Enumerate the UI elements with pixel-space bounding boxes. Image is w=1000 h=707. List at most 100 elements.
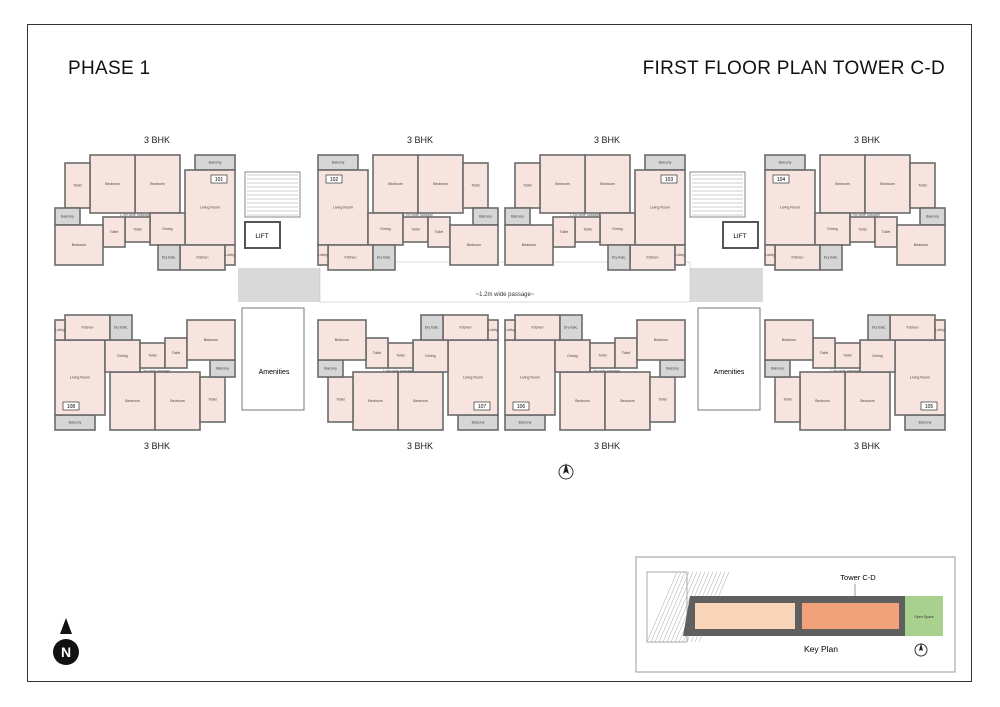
room <box>589 342 616 369</box>
room <box>442 314 489 341</box>
room-label: Balcony <box>511 215 524 219</box>
room <box>317 244 329 266</box>
lift-right <box>722 221 759 249</box>
amenities-label: Amenities <box>714 369 745 376</box>
room <box>109 371 156 431</box>
room-label: Bedroom <box>388 182 403 186</box>
room <box>352 371 399 431</box>
room-label: Bedroom <box>368 399 383 403</box>
room-label: Bedroom <box>335 338 350 342</box>
room-label: Toilet <box>396 354 404 358</box>
drawing-frame <box>27 24 972 682</box>
room <box>462 162 489 209</box>
unit-passage-label: 1.0m wide passage <box>403 213 433 217</box>
room-label: Lobby <box>505 328 515 332</box>
room-label: Kitchen <box>907 326 919 330</box>
key-plan-label: Key Plan <box>804 644 838 654</box>
room <box>64 162 91 209</box>
room <box>397 371 444 431</box>
room-label: Kitchen <box>647 256 659 260</box>
key-plan: Open Space Tower C-D Key Plan <box>635 556 956 673</box>
room-label: Bedroom <box>654 338 669 342</box>
room-label: Toilet <box>658 398 666 402</box>
room <box>819 244 843 271</box>
unit-number: 104 <box>777 177 786 183</box>
room-label: Toilet <box>918 184 926 188</box>
room <box>909 162 936 209</box>
room <box>54 319 66 341</box>
room-label: Dry Balc. <box>377 256 392 260</box>
room <box>514 314 561 341</box>
amenities-left <box>241 307 305 411</box>
room <box>420 314 444 341</box>
room-label: Dining <box>425 354 435 358</box>
room <box>559 314 583 341</box>
room-label: Balcony <box>209 161 222 165</box>
unit-passage-label: 1.0m wide passage <box>140 369 170 373</box>
room-label: Bedroom <box>914 243 929 247</box>
room-label: Bedroom <box>835 182 850 186</box>
room <box>372 244 396 271</box>
room-label: Bedroom <box>600 182 615 186</box>
room <box>179 244 226 271</box>
room-label: Dining <box>380 227 390 231</box>
room <box>649 376 676 423</box>
room-label: Living Room <box>520 376 540 380</box>
room-label: Living Room <box>650 206 670 210</box>
room <box>844 371 891 431</box>
room <box>674 244 686 266</box>
room-label: Toilet <box>843 354 851 358</box>
room-label: Balcony <box>771 367 784 371</box>
room <box>224 244 236 266</box>
svg-text:N: N <box>61 644 71 660</box>
room-label: Dry Balc. <box>162 256 177 260</box>
room <box>799 371 846 431</box>
staircase-right <box>689 171 746 218</box>
room-label: Balcony <box>519 421 532 425</box>
passage-label: ~1.2m wide passage~ <box>476 292 535 298</box>
room <box>154 371 201 431</box>
room <box>186 319 236 361</box>
room <box>199 376 226 423</box>
room-label: Balcony <box>666 367 679 371</box>
room <box>607 244 631 271</box>
room-label: Dining <box>872 354 882 358</box>
room <box>629 244 676 271</box>
room-label: Dining <box>827 227 837 231</box>
staircase-left <box>244 171 301 218</box>
room-label: Toilet <box>583 228 591 232</box>
room-label: Bedroom <box>433 182 448 186</box>
unit-passage-label: 1.0m wide passage <box>383 369 413 373</box>
room-label: Dining <box>162 227 172 231</box>
room <box>317 319 367 361</box>
room <box>109 314 133 341</box>
room-label: Balcony <box>659 161 672 165</box>
unit-type-label: 3 BHK <box>407 441 433 451</box>
room-label: Balcony <box>69 421 82 425</box>
open-space <box>905 596 943 636</box>
room-label: Balcony <box>324 367 337 371</box>
room <box>54 224 104 266</box>
unit-type-label: 3 BHK <box>594 441 620 451</box>
room <box>124 216 151 243</box>
room-label: Bedroom <box>815 399 830 403</box>
unit-passage-label: 1.0m wide passage <box>830 369 860 373</box>
room-label: Toilet <box>858 228 866 232</box>
room <box>417 154 464 214</box>
phase-label: PHASE 1 <box>68 58 151 79</box>
room <box>539 154 586 214</box>
room-label: Toilet <box>882 230 890 234</box>
room-label: Balcony <box>332 161 345 165</box>
unit-number: 103 <box>665 177 674 183</box>
room-label: Balcony <box>61 215 74 219</box>
unit-type-label: 3 BHK <box>144 441 170 451</box>
room-label: Toilet <box>435 230 443 234</box>
room-label: Balcony <box>919 421 932 425</box>
